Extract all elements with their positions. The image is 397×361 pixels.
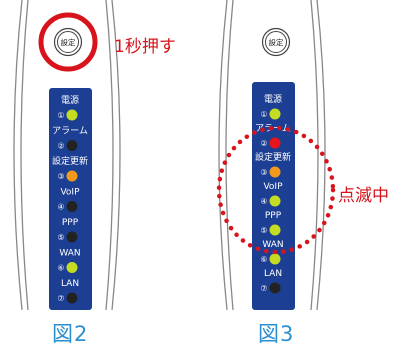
led-label: 電源 — [61, 95, 79, 106]
led-row: WAN ⑥ — [57, 249, 81, 273]
led-row: 設定更新 ③ — [52, 155, 88, 182]
led-number: ⑥ — [260, 255, 267, 264]
led-row: LAN ⑦ — [57, 279, 79, 304]
led-label: 設定更新 — [255, 151, 291, 163]
led-row: PPP ⑤ — [260, 211, 282, 236]
led-row: 電源 ① — [260, 94, 282, 120]
led-label: WAN — [262, 240, 283, 250]
settings-button-label: 設定 — [269, 37, 284, 47]
led-light-black — [66, 292, 78, 304]
led-light-green — [66, 262, 78, 273]
highlight-circle — [38, 12, 98, 72]
led-light-green — [269, 253, 281, 265]
led-light-orange — [269, 166, 281, 178]
led-row: VoIP ④ — [57, 188, 80, 212]
led-row: アラーム ② — [52, 126, 88, 151]
led-light-red — [269, 137, 281, 149]
led-row: VoIP ④ — [260, 182, 283, 207]
led-light-green — [269, 195, 281, 207]
led-number: ⑤ — [260, 226, 267, 235]
led-light-orange — [66, 170, 78, 182]
figure2-device — [13, 0, 121, 310]
led-row: 電源 ① — [57, 95, 79, 121]
led-number: ② — [57, 142, 64, 151]
led-light-black — [66, 201, 78, 212]
press-callout: 1秒押す — [114, 37, 176, 57]
led-list-fig2: 電源 ① アラーム ② 設定更新 ③ VoIP ④ PPP ⑤ WAN ⑥ LAN ⑦ — [52, 95, 88, 304]
led-light-black — [269, 282, 281, 294]
led-row: 設定更新 ③ — [255, 151, 291, 178]
settings-button-fig2[interactable]: 設定 — [53, 27, 83, 57]
led-label: VoIP — [263, 182, 283, 192]
led-number: ⑥ — [57, 264, 64, 273]
led-light-green — [269, 108, 281, 120]
led-number: ① — [260, 110, 267, 119]
led-label: PPP — [265, 211, 282, 221]
figure2-caption: 図2 — [52, 322, 89, 346]
led-light-black — [66, 231, 78, 243]
led-number: ② — [260, 139, 267, 148]
led-number: ④ — [57, 203, 64, 212]
led-label: LAN — [264, 269, 282, 279]
led-number: ③ — [260, 168, 267, 177]
led-label: 電源 — [264, 94, 282, 105]
led-row: PPP ⑤ — [57, 218, 79, 243]
blinking-highlight-ellipse — [216, 125, 336, 255]
led-label: アラーム — [52, 126, 88, 137]
led-row: WAN ⑥ — [260, 240, 284, 265]
led-number: ① — [57, 111, 64, 120]
led-label: VoIP — [60, 188, 80, 198]
led-number: ⑦ — [57, 294, 64, 303]
led-label: PPP — [62, 218, 79, 228]
led-number: ⑤ — [57, 233, 64, 242]
led-light-black — [66, 140, 78, 151]
led-number: ④ — [260, 197, 267, 206]
led-panel — [49, 88, 92, 310]
led-number: ⑦ — [260, 284, 267, 293]
settings-button-fig3[interactable]: 設定 — [261, 27, 291, 57]
blinking-callout: 点滅中 — [338, 186, 389, 206]
led-number: ③ — [57, 172, 64, 181]
figure3-caption: 図3 — [258, 322, 295, 346]
led-label: 設定更新 — [52, 155, 88, 167]
led-label: WAN — [59, 249, 80, 259]
led-label: LAN — [61, 279, 79, 289]
settings-button-label: 設定 — [61, 37, 76, 47]
led-light-green — [269, 224, 281, 236]
led-light-green — [66, 109, 78, 121]
led-row: LAN ⑦ — [260, 269, 282, 294]
